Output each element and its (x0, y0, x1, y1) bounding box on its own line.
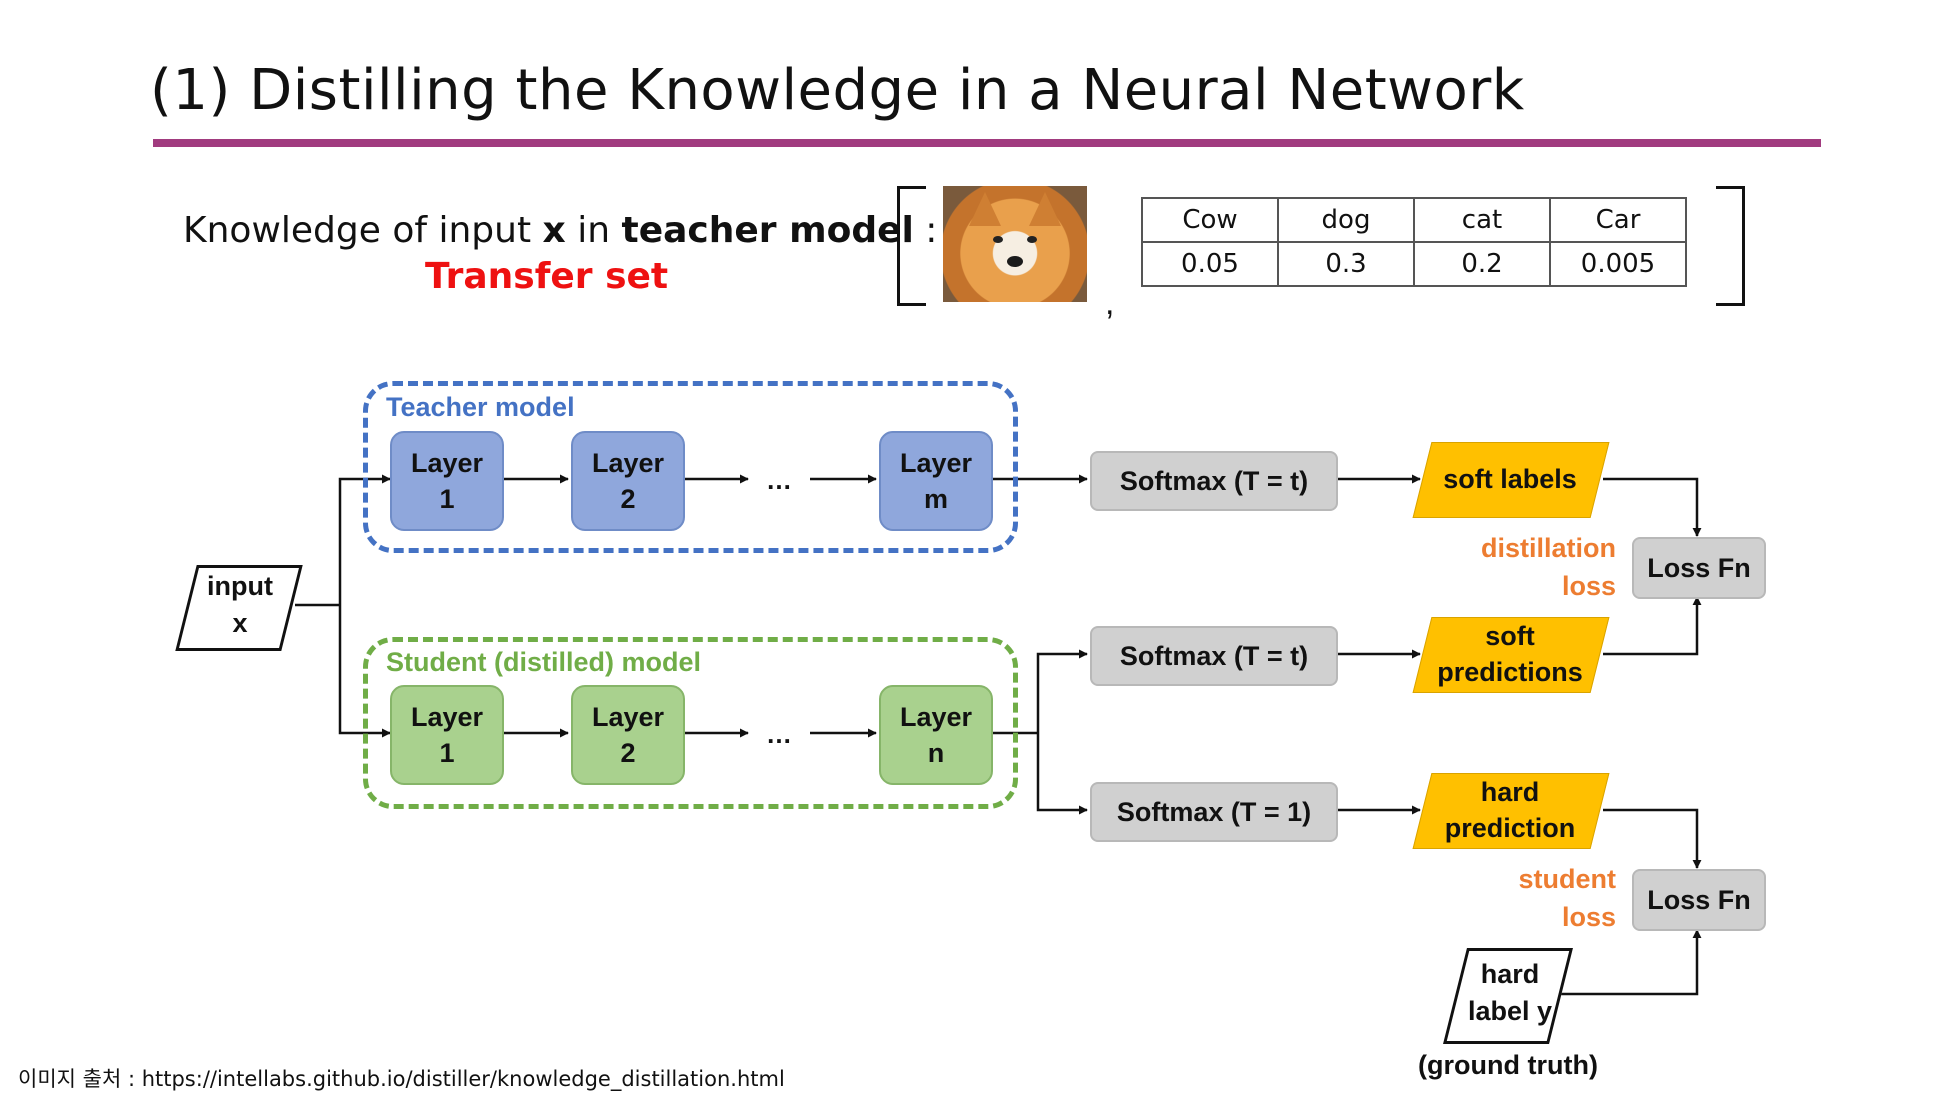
table-value-cell: 0.05 (1141, 241, 1279, 287)
hard-label-line1: hard (1480, 959, 1540, 989)
ground-truth-caption: (ground truth) (1418, 1050, 1598, 1080)
student-softmax-soft-box: Softmax (T = t) (1090, 626, 1338, 686)
layer-word: Layer (899, 448, 973, 478)
dog-eye-right (1027, 236, 1037, 243)
teacher-layer-m: Layer m (879, 431, 993, 531)
image-source-note: 이미지 출처 : https://intellabs.github.io/dis… (18, 1067, 785, 1091)
table-header-cell: Car (1549, 197, 1687, 243)
student-model-label: Student (distilled) model (386, 647, 701, 677)
hard-label-to-lossfn (1560, 929, 1702, 996)
hard-label-text: hard label y (1448, 948, 1572, 1038)
title-underline (153, 139, 1821, 147)
distillation-loss-line2: loss (1561, 571, 1616, 601)
teacher-layer-1: Layer 1 (390, 431, 504, 531)
hard-prediction-to-lossfn (1603, 808, 1702, 869)
knowledge-x: x (542, 210, 566, 251)
soft-predictions-text: soft predictions (1410, 617, 1610, 691)
table-header-row: Cow dog cat Car (1141, 197, 1687, 243)
distillation-lossfn-box: Loss Fn (1632, 537, 1766, 599)
comma-separator: , (1105, 284, 1115, 322)
table-value-cell: 0.005 (1549, 241, 1687, 287)
hard-prediction-line2: prediction (1444, 813, 1576, 843)
dog-nose (1007, 256, 1023, 267)
input-label: input x (180, 565, 300, 645)
layer-word: Layer (591, 702, 665, 732)
teacher-softmax-box: Softmax (T = t) (1090, 451, 1338, 511)
hard-prediction-text: hard prediction (1410, 773, 1610, 847)
input-word: input (207, 571, 273, 601)
distillation-loss-label: distillation loss (1440, 529, 1616, 605)
probability-table: Cow dog cat Car 0.05 0.3 0.2 0.005 (1141, 197, 1687, 287)
layer-index: 2 (620, 738, 636, 768)
student-softmax-hard-box: Softmax (T = 1) (1090, 782, 1338, 842)
teacher-model-label: Teacher model (386, 392, 575, 422)
student-lossfn-box: Loss Fn (1632, 869, 1766, 931)
distillation-loss-line1: distillation (1481, 533, 1616, 563)
student-to-softmax-soft (1036, 649, 1088, 733)
layer-word: Layer (899, 702, 973, 732)
layer-word: Layer (591, 448, 665, 478)
teacher-model-box (363, 381, 1018, 553)
input-to-teacher (338, 474, 391, 605)
dog-ear-left (969, 192, 1001, 226)
table-value-cell: 0.2 (1413, 241, 1551, 287)
layer-word: Layer (410, 702, 484, 732)
table-header-cell: cat (1413, 197, 1551, 243)
table-value-row: 0.05 0.3 0.2 0.005 (1141, 241, 1687, 287)
knowledge-suffix: : (913, 210, 938, 251)
right-bracket (1716, 186, 1745, 306)
soft-labels-to-lossfn (1603, 477, 1702, 537)
student-loss-line2: loss (1561, 902, 1616, 932)
student-layer-2: Layer 2 (571, 685, 685, 785)
table-header-cell: dog (1277, 197, 1415, 243)
soft-labels-text: soft labels (1443, 464, 1577, 494)
student-loss-line1: student (1518, 864, 1617, 894)
dog-image (943, 186, 1087, 302)
table-value-cell: 0.3 (1277, 241, 1415, 287)
student-layer-n: Layer n (879, 685, 993, 785)
knowledge-statement: Knowledge of input x in teacher model : (183, 210, 937, 251)
hard-label-line2: label y (1467, 996, 1553, 1026)
dog-ear-right (1029, 192, 1061, 226)
soft-predictions-line1: soft (1485, 621, 1535, 651)
input-to-student (338, 605, 391, 738)
soft-predictions-to-lossfn (1603, 596, 1702, 656)
dog-eye-left (993, 236, 1003, 243)
transfer-set-label: Transfer set (425, 256, 669, 297)
input-symbol: x (232, 608, 248, 638)
knowledge-teacher-model: teacher model (621, 210, 914, 251)
hard-prediction-line1: hard (1480, 777, 1540, 807)
student-model-box (363, 637, 1018, 809)
knowledge-mid: in (565, 210, 622, 251)
layer-index: 1 (439, 738, 455, 768)
table-header-cell: Cow (1141, 197, 1279, 243)
student-to-softmax-hard (1036, 733, 1088, 815)
layer-word: Layer (410, 448, 484, 478)
student-layer-1: Layer 1 (390, 685, 504, 785)
layer-index: n (927, 738, 945, 768)
student-loss-label: student loss (1440, 860, 1617, 936)
student-ellipsis: … (766, 719, 792, 749)
left-bracket (897, 186, 926, 306)
knowledge-prefix: Knowledge of input (183, 210, 543, 251)
layer-index: 1 (439, 484, 455, 514)
layer-index: m (923, 484, 948, 514)
soft-predictions-line2: predictions (1437, 657, 1583, 687)
layer-index: 2 (620, 484, 636, 514)
teacher-layer-2: Layer 2 (571, 431, 685, 531)
teacher-ellipsis: … (766, 465, 792, 495)
page-title: (1) Distilling the Knowledge in a Neural… (150, 58, 1525, 123)
